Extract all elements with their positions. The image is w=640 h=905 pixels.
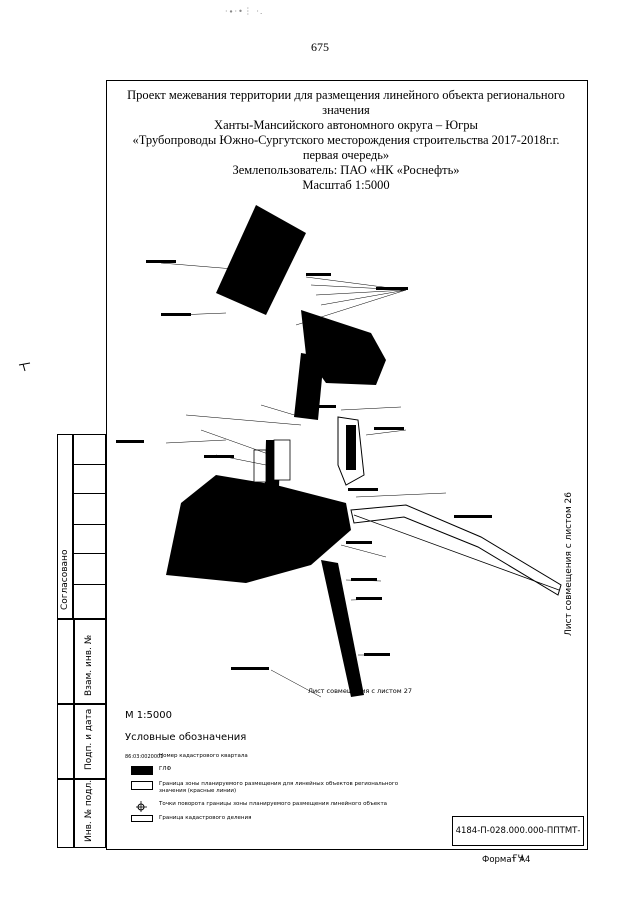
- title-line-5: Землепользователь: ПАО «НК «Роснефть»: [232, 163, 460, 177]
- map-parcel-right-fill: [346, 425, 356, 470]
- strip-cell-sign-date: [57, 704, 106, 779]
- strip-cell-inv-orig: [57, 779, 106, 848]
- strip-col-agreed: [57, 434, 73, 619]
- legend-item: 86:03:0020001 Номер кадастрового квартал…: [125, 752, 425, 766]
- legend-text: Номер кадастрового квартала: [159, 753, 248, 759]
- scan-artifact: ·∙︎·•︙ ·.: [225, 7, 264, 16]
- strip-label-agreed: Согласовано: [60, 549, 70, 610]
- legend-text: Граница кадастрового деления: [159, 815, 252, 821]
- map-parcel-neck: [294, 353, 324, 420]
- strip-cell-inv-replace: [57, 619, 106, 704]
- title-line-4: первая очередь»: [302, 148, 390, 162]
- legend-code: 86:03:0020001: [125, 754, 164, 760]
- match-line-sheet-26-text: Лист совмещения с листом 26: [564, 492, 574, 636]
- stray-mark-icon: [18, 362, 31, 372]
- strip-label-sign-date: Подп. и дата: [84, 708, 94, 770]
- map-callout-tags: [116, 260, 492, 670]
- title-line-3: «Трубопроводы Южно-Сургутского месторожд…: [132, 133, 560, 147]
- map-corridor-east-inner: [353, 514, 560, 591]
- legend-swatch-solid: [131, 766, 153, 775]
- title-line-6: Масштаб 1:5000: [302, 178, 390, 192]
- map-parcel-upper: [216, 205, 306, 315]
- legend-text: Граница зоны планируемого размещения для…: [159, 781, 399, 794]
- cadastral-map: [116, 205, 562, 698]
- strip-row: [73, 524, 106, 554]
- strip-label-inv-orig: Инв. № подл.: [84, 779, 94, 842]
- strip-label-inv-replace: Взам. инв. №: [84, 634, 94, 696]
- map-parcel-right: [337, 416, 365, 486]
- title-line-1: Проект межевания территории для размещен…: [127, 88, 565, 117]
- legend-item: Граница зоны планируемого размещения для…: [125, 780, 425, 794]
- drawing-sheet-frame: [106, 80, 588, 850]
- title-line-2: Ханты-Мансийского автономного округа – Ю…: [214, 118, 478, 132]
- map-parcel-lower: [166, 475, 351, 583]
- legend-text: ГЛФ: [159, 766, 172, 772]
- strip-divider: [73, 619, 75, 848]
- strip-row: [73, 584, 106, 619]
- page-number: 675: [311, 40, 329, 54]
- legend-swatch-thin: [131, 815, 153, 822]
- match-line-sheet-27: Лист совмещения с листом 27: [308, 687, 412, 695]
- legend-text: Точки поворота границы зоны планируемого…: [159, 801, 388, 807]
- format-label: Формат А4: [482, 855, 531, 865]
- map-corridor-east: [350, 504, 562, 596]
- legend-item: ГЛФ: [125, 765, 425, 779]
- map-cell-detail-2: [253, 449, 267, 483]
- map-cell-detail: [273, 439, 291, 481]
- legend-title: Условные обозначения: [125, 732, 247, 743]
- legend-item: Точки поворота границы зоны планируемого…: [125, 800, 425, 814]
- strip-row: [73, 464, 106, 494]
- scale-label: М 1:5000: [125, 710, 172, 721]
- drawing-stamp-code: 4184-П-028.000.000-ППТМТ-ГЧ: [452, 816, 584, 864]
- legend-swatch-outline: [131, 781, 153, 790]
- map-corridor-south: [321, 560, 364, 697]
- approval-strip: Согласовано Взам. инв. № Подп. и дата Ин…: [57, 434, 106, 848]
- legend-turn-point-icon: [136, 801, 147, 812]
- title-block: Проект межевания территории для размещен…: [106, 88, 586, 193]
- legend-item: Граница кадастрового деления: [125, 814, 425, 828]
